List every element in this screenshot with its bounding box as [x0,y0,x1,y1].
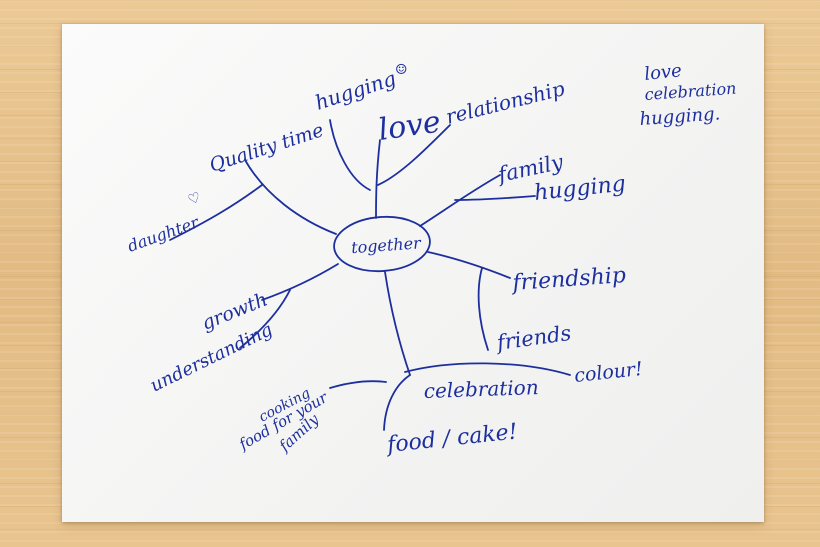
line-to-relationship [377,124,451,186]
line-to-celebration [384,271,411,376]
paper-sheet [62,24,764,522]
center-ellipse [333,215,431,273]
word-colour: colour! [573,358,643,387]
line-to-growth [261,263,339,301]
word-quality-time: Quality time [207,119,327,177]
word-daughter: daughter [125,212,202,256]
line-to-hugging-right [454,195,536,201]
line-to-daughter [169,184,263,241]
word-friendship: friendship [510,263,627,296]
line-to-hugging-top [329,119,371,191]
word-celebration: celebration [423,375,539,403]
center-word: together [351,233,423,257]
word-hugging-top: hugging [312,66,399,115]
mind-map-lines [169,119,571,431]
line-to-understanding [239,289,291,349]
line-to-quality-time [244,159,337,235]
word-friends: friends [493,321,573,355]
corner-note-line1: love [643,60,682,85]
heart-icon: ♡ [186,189,203,208]
line-to-colour [404,362,571,376]
line-to-food-cake [383,374,411,431]
mind-map-words: together Quality time hugging ☺ love rel… [125,60,737,458]
word-relationship: relationship [443,76,567,129]
corner-note-line3: hugging. [639,103,721,130]
line-to-cooking [329,380,387,389]
smiley-icon: ☺ [395,62,408,78]
line-to-friendship [427,251,511,279]
word-food-cake: food / cake! [384,419,519,458]
word-love: love [376,105,443,148]
line-to-love [375,139,381,219]
line-to-friends [477,267,489,351]
